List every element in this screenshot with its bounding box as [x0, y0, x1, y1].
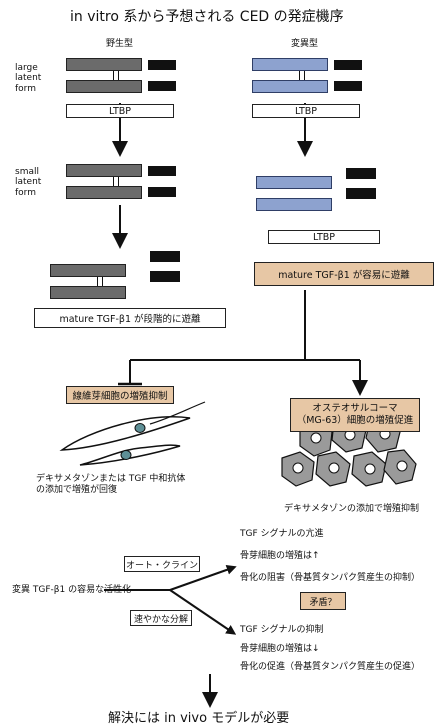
- autocrine-box: オート・クライン: [124, 556, 200, 572]
- bar-link: [113, 177, 114, 186]
- protein-bar-gray: [66, 58, 142, 71]
- upper-effect-1: TGF シグナルの亢進: [240, 529, 324, 539]
- upper-effect-3: 骨化の阻害（骨基質タンパク質産生の抑制）: [240, 573, 421, 583]
- protein-bar-blue: [252, 58, 328, 71]
- black-block: [334, 60, 362, 70]
- mature-stepwise-box: mature TGF-β1 が段階的に遊離: [34, 308, 226, 328]
- left-header: 野生型: [106, 39, 134, 49]
- right-header: 変異型: [291, 39, 319, 49]
- protein-bar-gray: [66, 80, 142, 93]
- black-block: [346, 188, 376, 199]
- bar-link: [118, 71, 119, 80]
- protein-bar-gray: [50, 286, 126, 299]
- black-block: [148, 60, 176, 70]
- mature-easy-release-box: mature TGF-β1 が容易に遊離: [254, 262, 434, 286]
- bar-link: [97, 277, 98, 286]
- bar-link: [102, 277, 103, 286]
- fork-lower-arrow: [169, 589, 237, 635]
- protein-bar-gray: [66, 164, 142, 177]
- lower-effect-2: 骨芽細胞の増殖は↓: [240, 644, 320, 654]
- bar-link: [304, 71, 305, 80]
- mutant-activation-label: 変異 TGF-β1 の容易な活性化: [12, 585, 132, 595]
- black-block: [148, 166, 176, 176]
- black-block: [150, 251, 180, 262]
- ltbp-box: LTBP: [252, 104, 360, 118]
- rapid-degradation-box: 速やかな分解: [130, 610, 192, 626]
- arrowhead-right-1: [297, 141, 313, 157]
- upper-effect-2: 骨芽細胞の増殖は↑: [240, 551, 320, 561]
- arrowhead-left-2: [112, 233, 128, 249]
- large-latent-form-label: large latent form: [15, 63, 42, 94]
- bar-link: [299, 71, 300, 80]
- lower-effect-3: 骨化の促進（骨基質タンパク質産生の促進）: [240, 662, 421, 672]
- ltbp-box-free: LTBP: [268, 230, 380, 244]
- arrowhead-final: [202, 692, 218, 708]
- small-latent-form-label: small latent form: [15, 167, 42, 198]
- arrowhead-left-1: [112, 141, 128, 157]
- conclusion: 解決には in vivo モデルが必要: [108, 711, 290, 726]
- contradiction-box: 矛盾？: [300, 592, 346, 610]
- osteosarcoma-promotion-box: オステオサルコーマ （MG-63）細胞の増殖促進: [290, 398, 420, 432]
- bar-link: [118, 177, 119, 186]
- fibroblast-cells: [59, 401, 206, 466]
- black-block: [346, 168, 376, 179]
- protein-bar-gray: [50, 264, 126, 277]
- osteosarcoma-note: デキサメタゾンの添加で増殖抑制: [284, 504, 420, 514]
- protein-bar-gray: [66, 186, 142, 199]
- promote-arrowhead: [352, 380, 368, 396]
- black-block: [148, 187, 176, 197]
- page-title: in vitro 系から予想される CED の発症機序: [70, 9, 344, 25]
- black-block: [148, 81, 176, 91]
- fork-upper-arrow: [169, 564, 237, 591]
- black-block: [150, 271, 180, 282]
- fibroblast-note: デキサメタゾンまたは TGF 中和抗体 の添加で増殖が回復: [36, 474, 186, 496]
- protein-bar-blue: [256, 198, 332, 211]
- protein-bar-blue: [256, 176, 332, 189]
- black-block: [334, 81, 362, 91]
- protein-bar-blue: [252, 80, 328, 93]
- bar-link: [113, 71, 114, 80]
- ltbp-box: LTBP: [66, 104, 174, 118]
- fibroblast-inhibition-box: 線維芽細胞の増殖抑制: [66, 386, 174, 404]
- lower-effect-1: TGF シグナルの抑制: [240, 625, 324, 635]
